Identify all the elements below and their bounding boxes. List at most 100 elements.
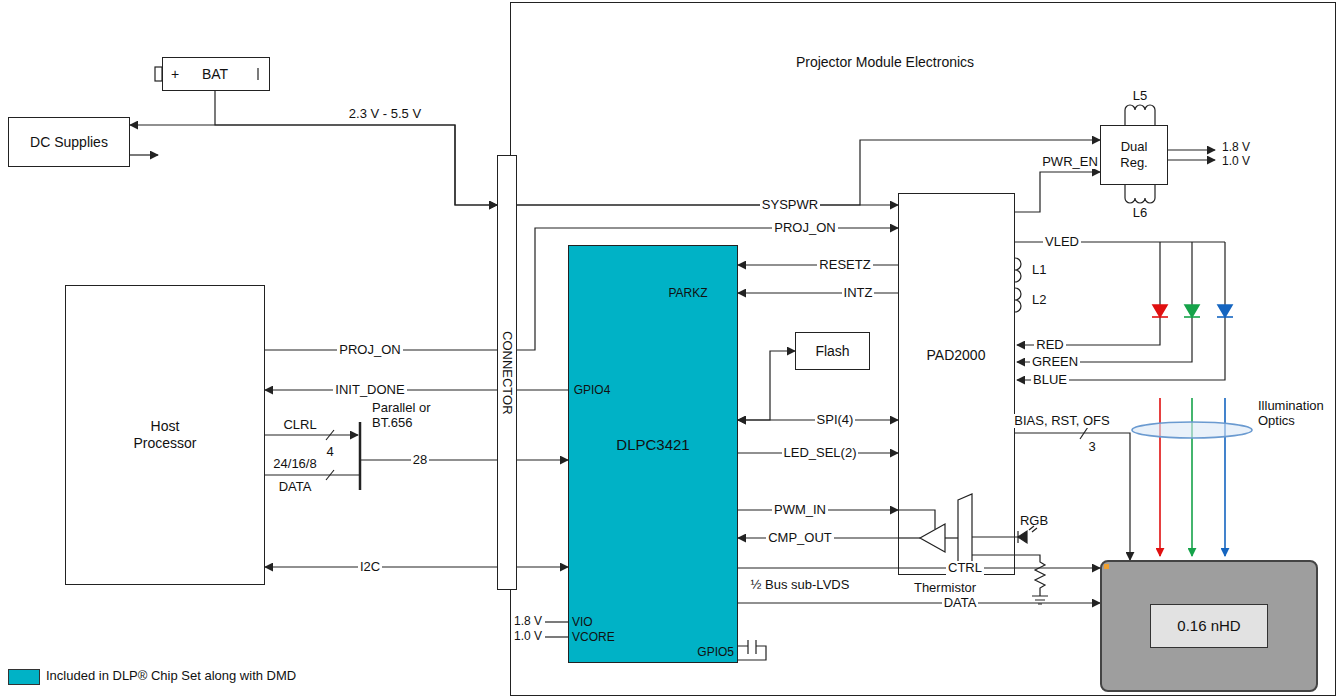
- signal-label: RED: [1034, 338, 1065, 353]
- wire-label: SPI(4): [815, 413, 856, 428]
- inductor-symbol: [1015, 288, 1021, 312]
- signal-label: BLUE: [1031, 373, 1069, 388]
- signal-wire: [1015, 433, 1130, 560]
- signal-label: 4: [326, 445, 333, 460]
- supply-box: DC Supplies: [8, 117, 130, 167]
- signal-wire: [130, 125, 497, 205]
- node-text: Dual Reg.: [1112, 139, 1156, 170]
- wire-label: INTZ: [842, 286, 875, 301]
- signal-label: ½ Bus sub-LVDS: [751, 578, 850, 593]
- processor-box: Host Processor: [65, 285, 265, 585]
- node-text: PAD2000: [927, 347, 986, 364]
- led-blue: [1218, 305, 1232, 317]
- node-text: GPIO4: [574, 383, 611, 397]
- signal-label: L5: [1133, 89, 1147, 104]
- vled-wire: [1015, 242, 1225, 305]
- vio-wire: [545, 621, 568, 622]
- photodiode-symbol: [1018, 531, 1027, 543]
- led-red: [1153, 305, 1167, 317]
- wire-label: PWM_IN: [772, 503, 828, 518]
- battery-minus: [257, 68, 258, 80]
- led-return: [1017, 317, 1225, 380]
- wire-label: RESETZ: [817, 258, 872, 273]
- wire-label: I2C: [358, 560, 382, 575]
- led-green: [1184, 316, 1200, 318]
- wire-label: PROJ_ON: [337, 343, 402, 358]
- led-green: [1185, 305, 1199, 317]
- signal-label: L1: [1032, 263, 1046, 278]
- comparator-output: [898, 537, 920, 538]
- signal-wire: [738, 351, 795, 420]
- legend-swatch: [8, 669, 40, 685]
- signal-label: Parallel or BT.656: [372, 401, 452, 431]
- node-text: Projector Module Electronics: [796, 54, 974, 71]
- regulator-box: Dual Reg.: [1100, 125, 1168, 185]
- node-text: CONNECTOR: [499, 331, 515, 415]
- signal-wire: [215, 91, 497, 205]
- signal-label: L6: [1133, 206, 1147, 221]
- dmd-package: 0.16 nHD: [1100, 560, 1318, 692]
- node-text: DLPC3421: [616, 436, 689, 454]
- inductor-symbol: [1015, 258, 1021, 282]
- mux-output: [945, 537, 958, 538]
- signal-wire: [738, 602, 1100, 603]
- signal-wire: [1015, 172, 1100, 212]
- connector-band: CONNECTOR: [497, 155, 517, 590]
- wire-label: PROJ_ON: [772, 221, 837, 236]
- node-text: +: [171, 66, 179, 83]
- signal-label: GREEN: [1030, 355, 1080, 370]
- signal-label: 1.0 V: [514, 630, 542, 644]
- signal-label: 28: [411, 453, 429, 468]
- controller-chip: DLPC3421 PARKZ GPIO4VIOVCORE GPIO5: [568, 245, 738, 663]
- battery-terminal: [155, 67, 162, 81]
- wire-label: INIT_DONE: [333, 383, 406, 398]
- comparator-symbol: [920, 524, 945, 552]
- supply-out-arrow: [130, 154, 158, 155]
- flash-box: Flash: [795, 332, 870, 370]
- battery-symbol: + BAT: [162, 57, 270, 91]
- signal-wire: [738, 567, 1100, 568]
- signal-wire: [517, 566, 568, 567]
- wire-label: SYSPWR: [760, 198, 820, 213]
- inductor-symbol: [1125, 105, 1155, 125]
- node-text: VCORE: [572, 630, 615, 644]
- node-text: GPIO5: [697, 645, 734, 659]
- crystal-symbol: [738, 640, 766, 660]
- signal-label: DATA: [279, 480, 312, 495]
- node-text: PARKZ: [668, 286, 707, 300]
- node-text: Flash: [815, 343, 849, 360]
- comparator-input: [898, 510, 935, 529]
- signal-label: RGB: [1020, 514, 1048, 529]
- wire-label: LED_SEL(2): [782, 446, 859, 461]
- signal-label: 1.8 V: [514, 615, 542, 629]
- vcore-wire: [545, 636, 568, 637]
- led-blue: [1217, 316, 1233, 318]
- light-path: [1224, 398, 1226, 556]
- signal-wire: [517, 389, 568, 390]
- node-text: VIO: [572, 615, 593, 629]
- pmic-box: PAD2000: [898, 193, 1015, 575]
- signal-label: 3: [1088, 440, 1095, 455]
- wire-label: BIAS, RST, OFS: [1012, 414, 1111, 429]
- signal-label: Illumination Optics: [1258, 399, 1336, 429]
- wire-label: 2.3 V - 5.5 V: [347, 107, 423, 122]
- signal-label: CLRL: [283, 418, 316, 433]
- lens-symbol: [1132, 422, 1252, 438]
- node-text: Host Processor: [125, 418, 205, 452]
- node-text: DC Supplies: [30, 134, 108, 151]
- signal-label: 1.0 V: [1222, 155, 1250, 169]
- sensor-wire: [972, 536, 1018, 537]
- node-text: 0.16 nHD: [1150, 604, 1267, 648]
- wire-label: CMP_OUT: [766, 531, 834, 546]
- bus-bar: [359, 422, 362, 490]
- signal-label: 1.8 V: [1222, 141, 1250, 155]
- signal-label: L2: [1032, 293, 1046, 308]
- signal-label: VLED: [1043, 235, 1081, 250]
- node-text: BAT: [202, 66, 228, 83]
- signal-wire: [517, 140, 1100, 205]
- legend-text: Included in DLP® Chip Set along with DMD: [46, 668, 296, 683]
- wire-label: CTRL: [946, 561, 984, 576]
- wire-label: PWR_EN: [1040, 155, 1100, 170]
- pin1-marker: [1104, 564, 1109, 569]
- clrl-wire: [265, 434, 358, 435]
